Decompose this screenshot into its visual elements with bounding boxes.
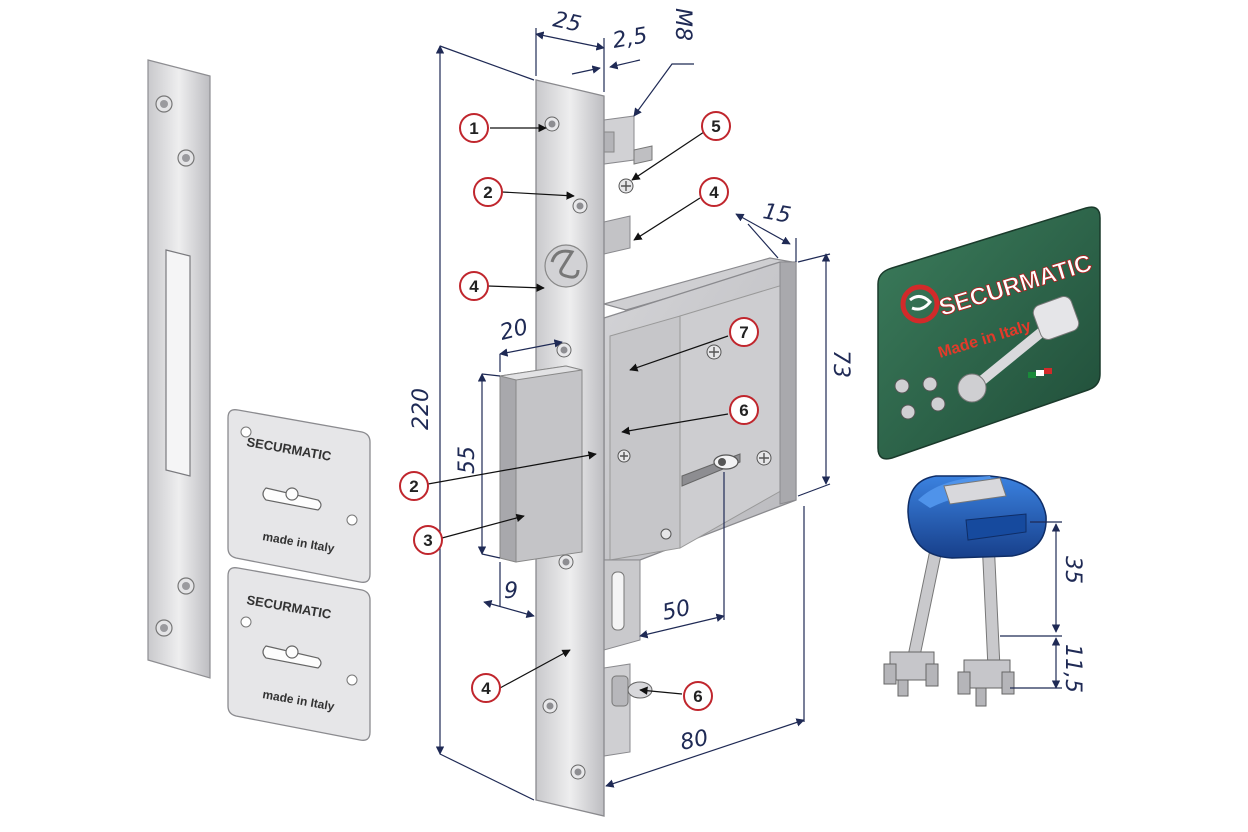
dim-80: 80 xyxy=(678,726,711,756)
svg-text:4: 4 xyxy=(469,277,479,296)
italian-flag-icon xyxy=(1028,368,1052,378)
dim-73: 73 xyxy=(828,350,853,378)
callout-4-bottom: 4 xyxy=(471,673,501,703)
callout-2-top: 2 xyxy=(473,177,503,207)
dim-11-5: 11,5 xyxy=(1060,644,1085,693)
svg-text:2: 2 xyxy=(483,183,492,202)
callout-1: 1 xyxy=(459,113,489,143)
dim-20: 20 xyxy=(497,315,530,346)
svg-text:3: 3 xyxy=(423,531,432,550)
dim-50: 50 xyxy=(660,596,693,626)
dim-35: 35 xyxy=(1060,556,1085,584)
svg-text:2: 2 xyxy=(409,477,418,496)
dimension-lines xyxy=(435,28,1062,801)
escutcheon-plate-top: SECURMATIC made in Italy xyxy=(227,409,371,583)
callout-4-logo: 4 xyxy=(459,271,489,301)
svg-text:7: 7 xyxy=(739,323,748,342)
card-pin-icons xyxy=(894,376,946,420)
svg-text:1: 1 xyxy=(469,119,478,138)
callout-2-bolt: 2 xyxy=(399,471,429,501)
dim-9: 9 xyxy=(504,579,518,604)
faceplate-logo-icon xyxy=(544,244,588,288)
callout-6-bottom: 6 xyxy=(683,681,713,711)
svg-text:4: 4 xyxy=(709,183,719,202)
keys xyxy=(883,475,1047,707)
dim-220: 220 xyxy=(409,388,434,430)
strike-plate xyxy=(147,59,211,679)
callout-7: 7 xyxy=(729,317,759,347)
escutcheon-plate-bottom: SECURMATIC made in Italy xyxy=(227,567,371,741)
svg-text:6: 6 xyxy=(693,687,702,706)
callout-leaders xyxy=(427,123,729,695)
svg-text:6: 6 xyxy=(739,401,748,420)
security-card: SECURMATIC Made in Italy xyxy=(877,206,1101,460)
dim-25: 25 xyxy=(551,7,584,37)
svg-text:5: 5 xyxy=(711,117,720,136)
callout-5: 5 xyxy=(701,111,731,141)
callout-6-case: 6 xyxy=(729,395,759,425)
svg-text:4: 4 xyxy=(481,679,491,698)
card-key-icon xyxy=(957,295,1080,403)
callout-4-top: 4 xyxy=(699,177,729,207)
dim-2-5: 2,5 xyxy=(611,23,650,54)
callout-3: 3 xyxy=(413,525,443,555)
dim-15: 15 xyxy=(761,199,793,228)
dim-m8: M8 xyxy=(670,8,695,41)
dim-55: 55 xyxy=(455,446,480,474)
